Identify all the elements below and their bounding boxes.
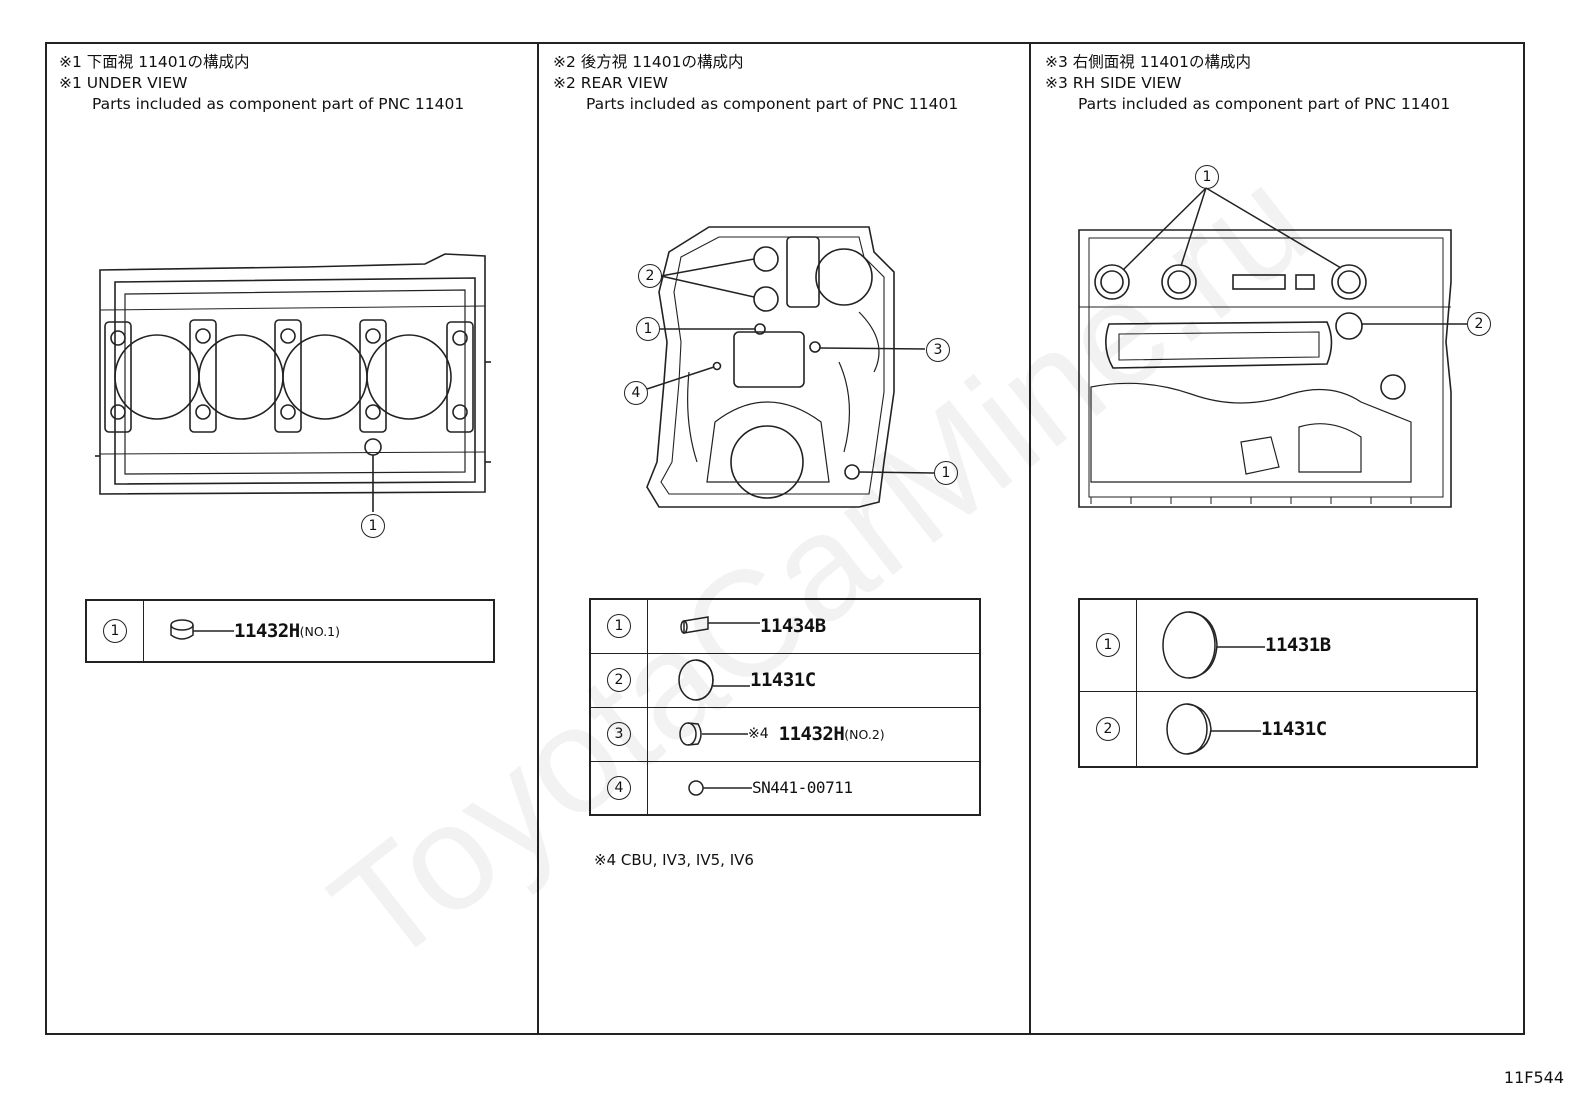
subtitle: Parts included as component part of PNC … — [1078, 95, 1451, 113]
subtitle: Parts included as component part of PNC … — [586, 95, 959, 113]
rh-side-view-drawing — [1078, 187, 1467, 508]
table-row: 1 11434B — [589, 598, 981, 654]
title-en: ※2 REAR VIEW — [553, 74, 668, 92]
title-jp: ※1 下面視 11401の構成内 — [59, 53, 250, 71]
panel-header: ※2 後方視 11401の構成内 ※2 REAR VIEW Parts includ… — [553, 52, 958, 115]
part-number-cell: 4 — [589, 760, 648, 816]
callout-1: 1 — [1195, 165, 1219, 189]
rear-view-drawing — [646, 226, 935, 508]
callout-2: 2 — [638, 264, 662, 288]
pin-icon — [680, 616, 760, 635]
part-id: 11431B — [1265, 634, 1331, 657]
part-id: 11431C — [1261, 717, 1327, 740]
panel-header: ※1 下面視 11401の構成内 ※1 UNDER VIEW Parts inclu… — [59, 52, 464, 115]
part-note: (NO.1) — [299, 623, 341, 639]
part-note: (NO.2) — [844, 726, 885, 742]
table-row: 2 11431C — [1078, 690, 1478, 768]
part-index: 1 — [607, 614, 631, 639]
part-index: 2 — [1096, 716, 1120, 741]
panel-divider — [537, 42, 539, 1035]
callout-1: 1 — [636, 317, 660, 341]
title-en: ※1 UNDER VIEW — [59, 74, 188, 92]
title-jp: ※3 右側面視 11401の構成内 — [1045, 53, 1252, 71]
part-number-cell: 1 — [1078, 598, 1137, 692]
part-cell: 11432H (NO.1) — [143, 599, 495, 663]
part-number-cell: 1 — [589, 598, 648, 654]
panel-rh-side-view: ※3 右側面視 11401の構成内 ※3 RH SIDE VIEW Parts in… — [1031, 42, 1523, 1035]
part-number-cell: 1 — [85, 599, 144, 663]
part-id: 11432H — [778, 723, 845, 745]
callout-4: 4 — [624, 381, 648, 405]
part-cell: 11431C — [647, 652, 981, 708]
table-row: 4 SN441-00711 — [589, 760, 981, 816]
part-index: 3 — [607, 722, 631, 746]
part-number-cell: 2 — [589, 652, 648, 708]
panel-rear-view: ※2 後方視 11401の構成内 ※2 REAR VIEW Parts includ… — [539, 42, 1029, 1035]
part-cell: 11434B — [647, 598, 981, 654]
part-number-cell: 2 — [1078, 690, 1137, 768]
callout-1: 1 — [934, 461, 958, 485]
table-row: 1 11432H (NO.1) — [85, 599, 495, 663]
part-id: 11432H — [234, 620, 300, 642]
footnote: ※4 CBU, IV3, IV5, IV6 — [594, 851, 754, 869]
table-row: 2 11431C — [589, 652, 981, 708]
part-id: 11431C — [750, 669, 816, 691]
part-index: 4 — [607, 775, 631, 800]
panel-under-view: ※1 下面視 11401の構成内 ※1 UNDER VIEW Parts inclu… — [45, 42, 537, 1035]
part-id: SN441-00711 — [752, 778, 853, 798]
callout-3: 3 — [926, 338, 950, 362]
part-cell: 11431C — [1136, 690, 1478, 768]
diagram-frame — [45, 42, 1525, 1035]
cup-plug-icon — [679, 722, 748, 746]
parts-table: 1 11431B 2 — [1078, 598, 1478, 768]
part-cell: ※4 11432H (NO.2) — [647, 706, 981, 762]
part-index: 1 — [1096, 633, 1120, 658]
expansion-plug-icon — [1162, 611, 1265, 679]
part-number-cell: 3 — [589, 706, 648, 762]
parts-table: 1 11432H (NO.1) — [85, 599, 495, 663]
callout-2: 2 — [1467, 312, 1491, 336]
parts-table: 1 11434B 2 — [589, 598, 981, 816]
part-index: 1 — [103, 619, 127, 643]
callout-1: 1 — [361, 514, 385, 538]
title-en: ※3 RH SIDE VIEW — [1045, 74, 1182, 92]
ball-icon — [688, 780, 752, 796]
part-prefix: ※4 — [748, 726, 769, 742]
cup-plug-icon — [170, 619, 234, 640]
part-index: 2 — [607, 668, 631, 692]
panel-header: ※3 右側面視 11401の構成内 ※3 RH SIDE VIEW Parts in… — [1045, 52, 1450, 115]
title-jp: ※2 後方視 11401の構成内 — [553, 53, 744, 71]
part-cell: 11431B — [1136, 598, 1478, 692]
part-cell: SN441-00711 — [647, 760, 981, 816]
part-id: 11434B — [760, 615, 826, 638]
subtitle: Parts included as component part of PNC … — [92, 95, 465, 113]
table-row: 3 ※4 11432H (NO.2) — [589, 706, 981, 762]
table-row: 1 11431B — [1078, 598, 1478, 692]
under-view-drawing — [95, 253, 491, 512]
panel-divider — [1029, 42, 1031, 1035]
expansion-plug-icon — [678, 659, 750, 701]
expansion-plug-icon — [1166, 703, 1261, 755]
figure-id: 11F544 — [1503, 1068, 1564, 1087]
